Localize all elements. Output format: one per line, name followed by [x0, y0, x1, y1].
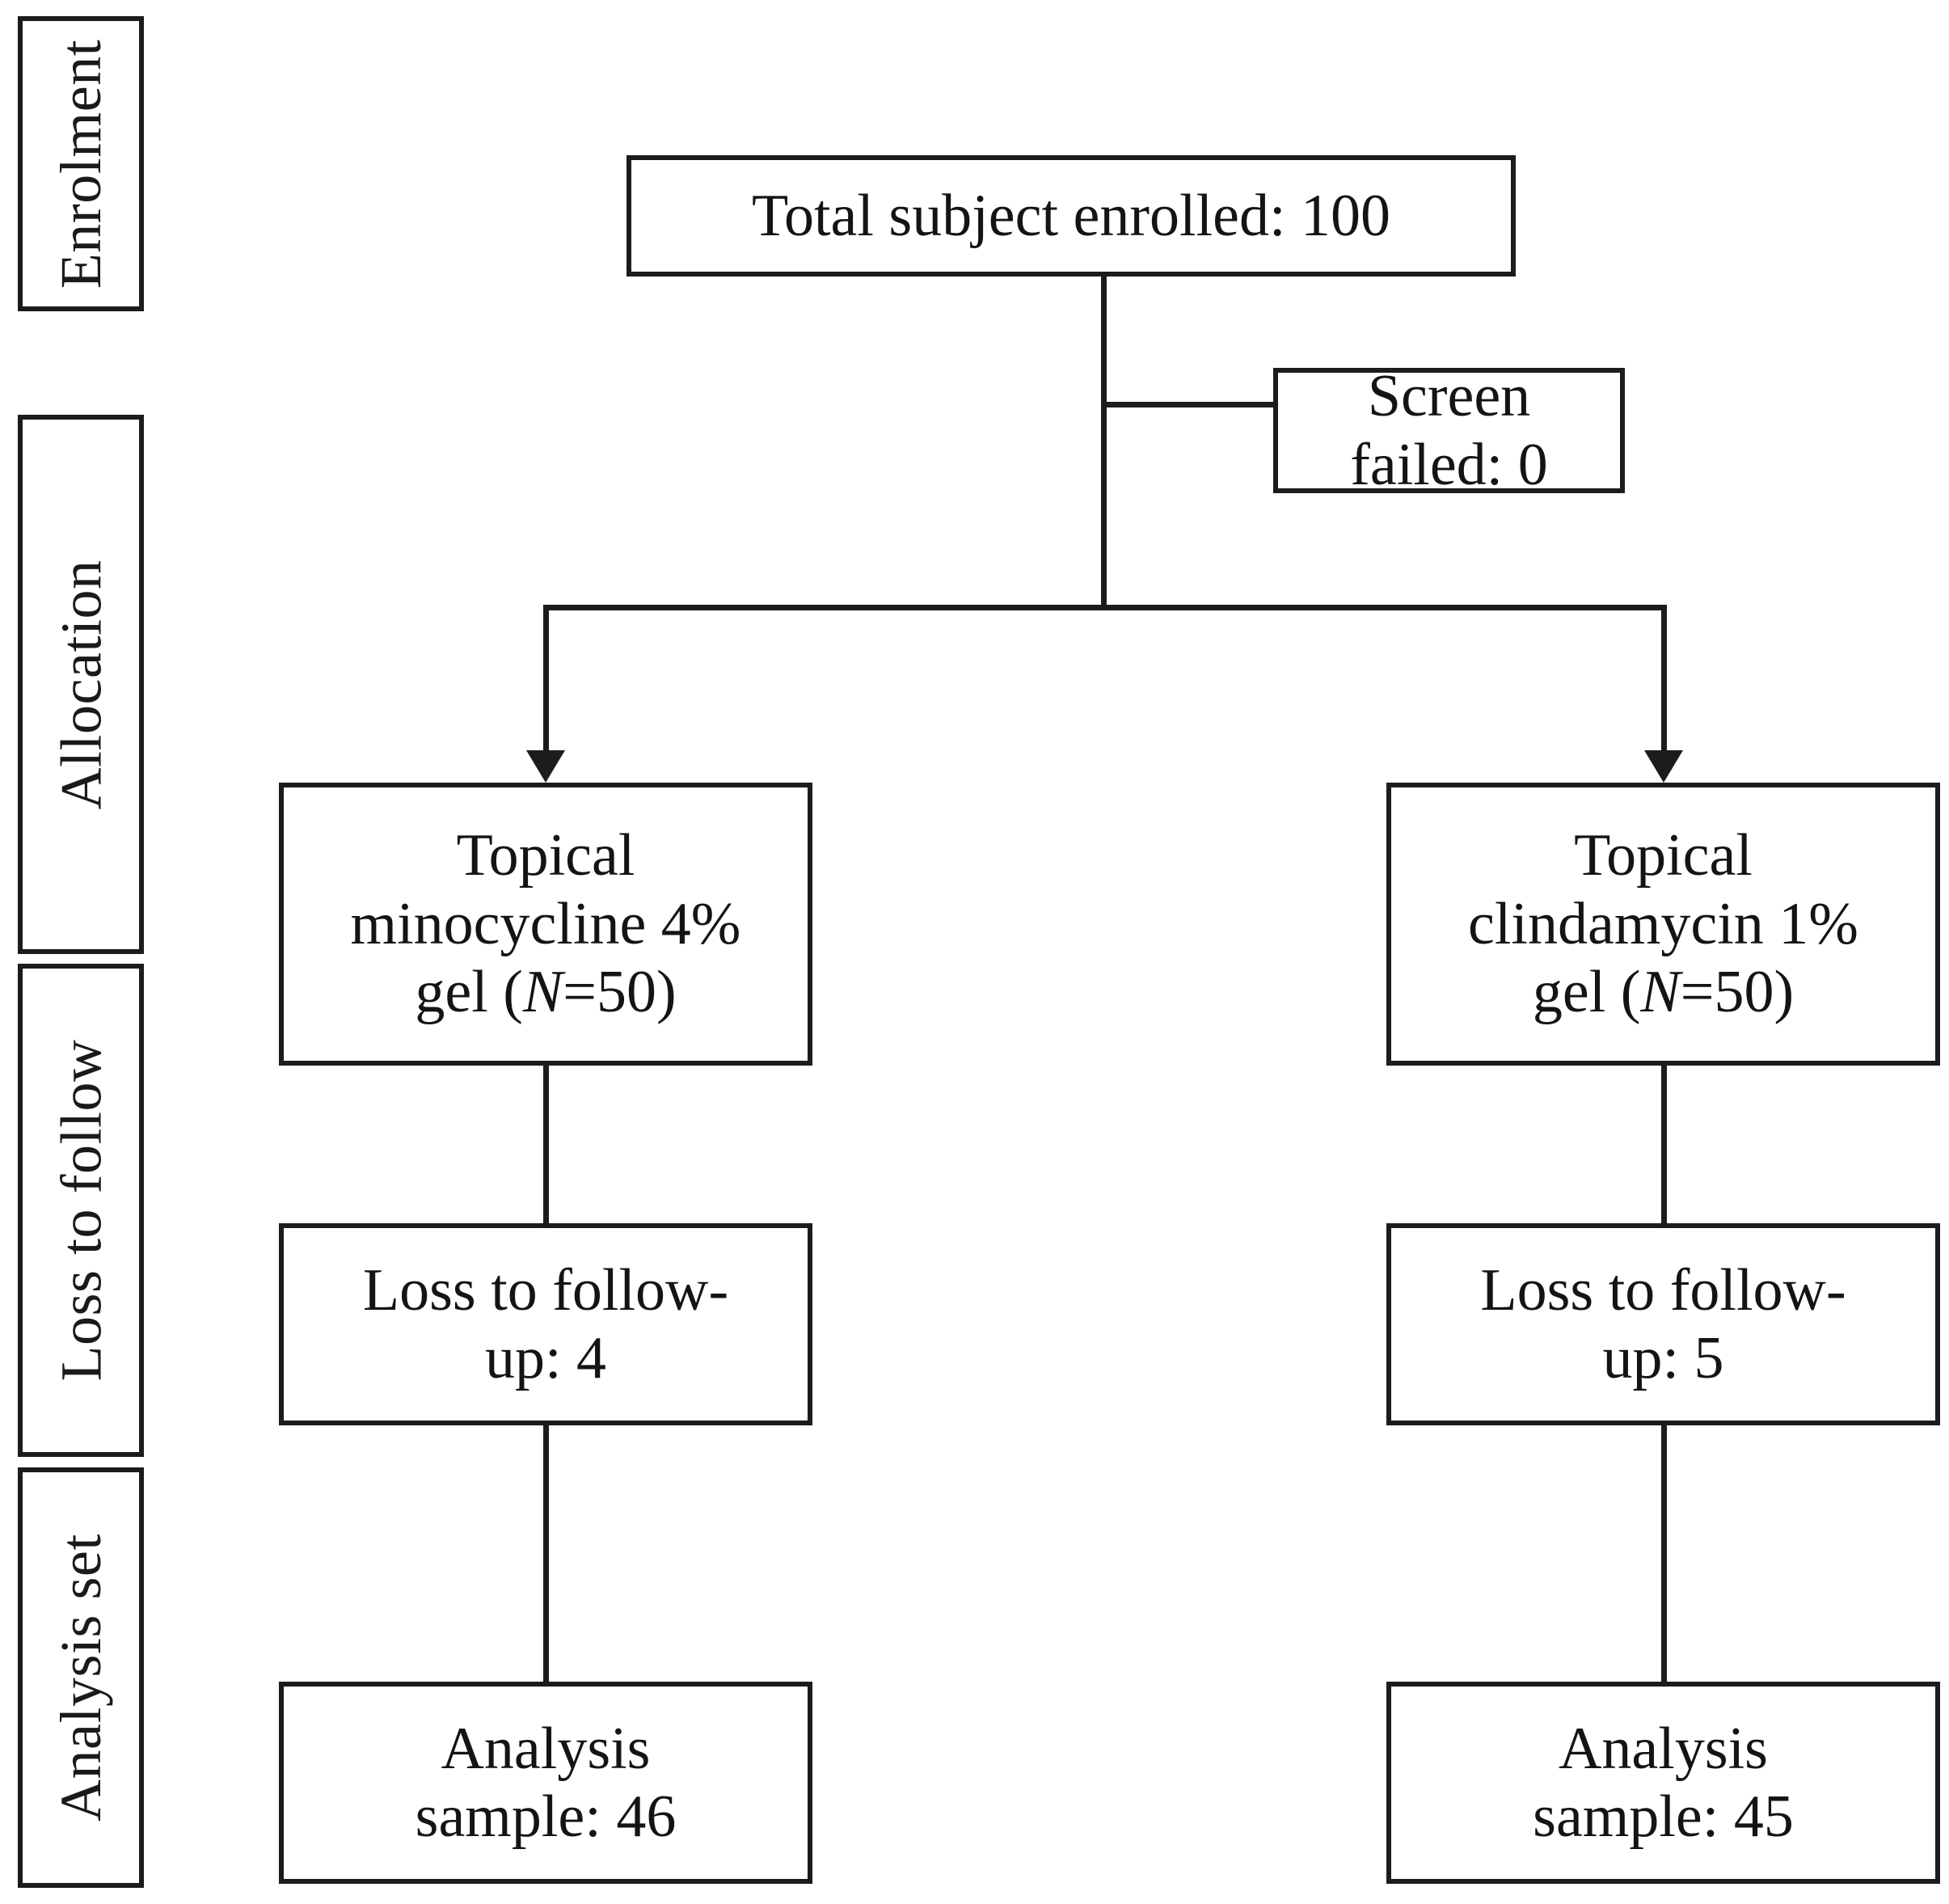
arm-left-line-2: minocycline 4%	[350, 890, 741, 957]
connector-screen-failed	[1101, 402, 1273, 407]
stage-label-analysis-set: Analysis set	[18, 1467, 144, 1888]
arm-right-line-1: Topical	[1574, 822, 1753, 889]
connector-right-loss-to-analysis	[1661, 1425, 1667, 1683]
connector-left-arm-drop	[543, 605, 549, 752]
node-total-enrolled-label: Total subject enrolled: 100	[751, 182, 1391, 249]
arm-right-line-3-n: N	[1640, 959, 1681, 1026]
node-analysis-left: Analysis sample: 46	[279, 1682, 812, 1884]
stage-label-allocation: Allocation	[18, 415, 144, 954]
node-analysis-right: Analysis sample: 45	[1386, 1682, 1940, 1884]
stage-label-allocation-text: Allocation	[49, 559, 113, 809]
connector-enrolled-stem	[1101, 277, 1107, 610]
arm-right-line-2: clindamycin 1%	[1468, 890, 1858, 957]
node-analysis-left-label: Analysis sample: 46	[415, 1715, 677, 1850]
connector-right-arm-drop	[1661, 605, 1667, 752]
node-loss-left-label: Loss to follow- up: 4	[362, 1256, 729, 1391]
connector-allocation-bar	[543, 605, 1667, 610]
stage-label-loss-to-follow-text: Loss to follow	[49, 1039, 114, 1382]
connector-left-arm-to-loss	[543, 1066, 549, 1223]
arm-left-line-3-pre: gel (	[415, 959, 523, 1026]
arrow-head-right-arm	[1644, 750, 1683, 783]
arm-left-line-3-post: =50)	[563, 959, 677, 1026]
connector-right-arm-to-loss	[1661, 1066, 1667, 1223]
stage-label-enrolment-text: Enrolment	[49, 39, 113, 289]
node-screen-failed-label: Screen failed: 0	[1350, 363, 1548, 498]
stage-label-analysis-set-text: Analysis set	[49, 1534, 114, 1822]
node-loss-left: Loss to follow- up: 4	[279, 1223, 812, 1425]
arrow-head-left-arm	[526, 750, 565, 783]
node-screen-failed: Screen failed: 0	[1273, 363, 1625, 498]
arm-right-line-3-pre: gel (	[1532, 959, 1641, 1026]
connector-left-loss-to-analysis	[543, 1425, 549, 1683]
arm-left-line-1: Topical	[456, 822, 635, 889]
stage-label-loss-to-follow: Loss to follow	[18, 964, 144, 1457]
arm-right-line-3-post: =50)	[1680, 959, 1795, 1026]
node-loss-right-label: Loss to follow- up: 5	[1480, 1256, 1846, 1391]
node-total-enrolled: Total subject enrolled: 100	[626, 155, 1516, 277]
node-loss-right: Loss to follow- up: 5	[1386, 1223, 1940, 1425]
arm-left-line-3-n: N	[522, 959, 563, 1026]
node-analysis-right-label: Analysis sample: 45	[1533, 1715, 1794, 1850]
stage-label-enrolment: Enrolment	[18, 16, 144, 311]
